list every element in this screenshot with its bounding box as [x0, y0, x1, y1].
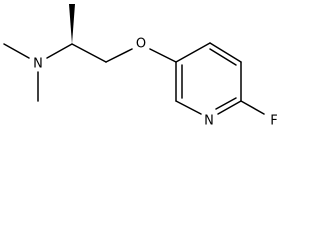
bond-chiral-carbon-to-ch2 [71, 43, 107, 63]
ring-bond-c3-c4 [175, 42, 211, 63]
bond-n-to-chiral-carbon [46, 43, 73, 59]
fluorine-label: F [270, 114, 277, 129]
ring-double-bond-c4-c5 [209, 48, 237, 66]
ether-oxygen-label: O [136, 37, 146, 52]
amine-nitrogen-label: N [33, 57, 43, 72]
chemical-structure-diagram: N O N F [3, 4, 278, 129]
bond-oxygen-to-ring [149, 48, 177, 63]
bond-ring-to-fluorine [240, 100, 265, 115]
ring-bond-n1-c2 [175, 100, 202, 115]
ring-bond-c6-n1 [217, 100, 242, 115]
ring-bond-c4-c5 [209, 42, 242, 63]
bond-ch2-to-oxygen [105, 48, 133, 63]
ring-double-bond-c6-n1 [215, 97, 237, 110]
pyridine-ring [175, 42, 242, 115]
ring-nitrogen-label: N [204, 114, 214, 129]
bond-n-methyl-upper [3, 43, 30, 59]
stereo-wedge-bond [69, 4, 75, 44]
